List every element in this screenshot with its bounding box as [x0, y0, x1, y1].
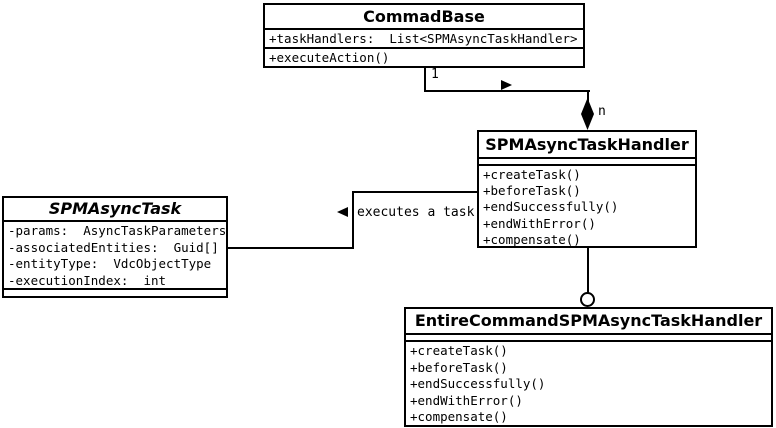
attribute-row: -params: AsyncTaskParameters: [8, 223, 227, 238]
class-title-entirecommandspmasynctaskhandler: EntireCommandSPMAsyncTaskHandler: [414, 311, 763, 330]
method-row: +createTask(): [483, 167, 581, 182]
association-label: executes a task: [357, 205, 475, 220]
composition-line-segment: [587, 92, 589, 102]
attributes-compartment: +taskHandlers: List<SPMAsyncTaskHandler>: [265, 28, 583, 47]
class-title-spmasynctaskhandler: SPMAsyncTaskHandler: [485, 135, 689, 154]
methods-compartment: +createTask() +beforeTask() +endSuccessf…: [479, 164, 695, 247]
class-box-spmasynctaskhandler: SPMAsyncTaskHandler +createTask() +befor…: [477, 130, 697, 248]
attributes-compartment: -params: AsyncTaskParameters -associated…: [4, 220, 226, 288]
method-row: +compensate(): [410, 409, 508, 425]
attribute-row: -entityType: VdcObjectType: [8, 256, 212, 271]
multiplicity-label-target: n: [598, 104, 606, 119]
attribute-row: +taskHandlers: List<SPMAsyncTaskHandler>: [269, 31, 578, 46]
realization-line-segment: [587, 248, 589, 293]
attributes-compartment-empty: [479, 157, 695, 164]
class-title-commadbase: CommadBase: [363, 7, 485, 26]
multiplicity-label-source: 1: [431, 67, 439, 82]
method-row: +endWithError(): [483, 215, 596, 231]
class-box-spmasynctask: SPMAsyncTask -params: AsyncTaskParameter…: [2, 196, 228, 298]
attributes-compartment-empty: [406, 333, 771, 340]
composition-line-segment: [424, 90, 590, 92]
methods-compartment-empty: [4, 288, 226, 296]
composition-line-segment: [424, 68, 426, 92]
method-row: +createTask(): [410, 343, 508, 358]
class-box-commadbase: CommadBase +taskHandlers: List<SPMAsyncT…: [263, 3, 585, 68]
methods-compartment: +createTask() +beforeTask() +endSuccessf…: [406, 340, 771, 425]
method-row: +beforeTask(): [483, 183, 581, 199]
attribute-row: -executionIndex: int: [8, 272, 167, 288]
methods-compartment: +executeAction(): [265, 47, 583, 66]
method-row: +endSuccessfully(): [410, 376, 546, 392]
association-line-segment: [352, 191, 354, 249]
association-line-segment: [352, 191, 477, 193]
class-title-spmasynctask: SPMAsyncTask: [48, 199, 182, 218]
attribute-row: -associatedEntities: Guid[]: [8, 239, 219, 255]
lollipop-circle-icon: [580, 292, 595, 307]
association-reading-arrow-icon: [337, 207, 348, 217]
method-row: +compensate(): [483, 231, 581, 247]
method-row: +executeAction(): [269, 50, 390, 65]
method-row: +endSuccessfully(): [483, 199, 619, 215]
method-row: +beforeTask(): [410, 359, 508, 375]
method-row: +endWithError(): [410, 392, 523, 408]
direction-arrow-icon: [501, 80, 512, 90]
association-line-segment: [228, 247, 354, 249]
class-box-entirecommandspmasynctaskhandler: EntireCommandSPMAsyncTaskHandler +create…: [404, 307, 773, 427]
composition-diamond-icon: [581, 98, 594, 130]
